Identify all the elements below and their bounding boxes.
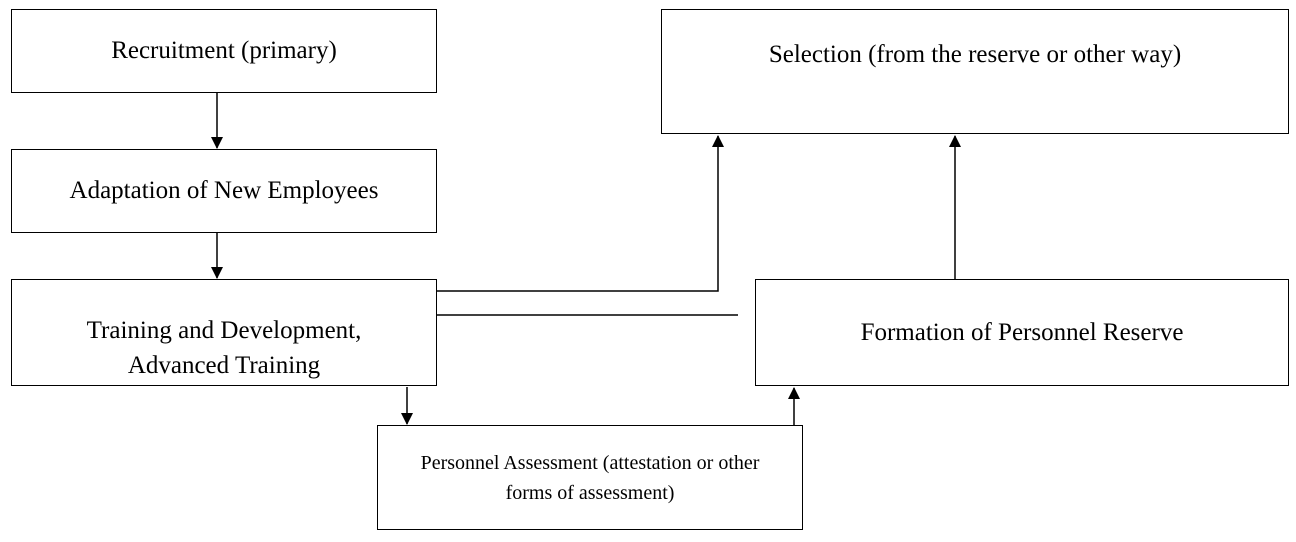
node-training-label-line2: Advanced Training (127, 352, 321, 379)
node-recruitment: Recruitment (primary) (11, 9, 437, 93)
node-selection-label: Selection (from the reserve or other way… (768, 41, 1182, 68)
node-assessment-label-line2: forms of assessment) (505, 481, 675, 504)
node-recruitment-label: Recruitment (primary) (111, 37, 337, 65)
node-training: Training and Development, Advanced Train… (11, 279, 437, 386)
node-training-label-line1: Training and Development, (86, 317, 362, 344)
node-adaptation-label: Adaptation of New Employees (69, 177, 379, 205)
node-reserve: Formation of Personnel Reserve (755, 279, 1289, 386)
node-assessment: Personnel Assessment (attestation or oth… (377, 425, 803, 530)
node-assessment-label-line1: Personnel Assessment (attestation or oth… (420, 451, 760, 474)
arrow-training-to-selection (437, 135, 724, 292)
node-selection: Selection (from the reserve or other way… (661, 9, 1289, 134)
node-reserve-label: Formation of Personnel Reserve (860, 318, 1184, 346)
node-adaptation: Adaptation of New Employees (11, 149, 437, 233)
